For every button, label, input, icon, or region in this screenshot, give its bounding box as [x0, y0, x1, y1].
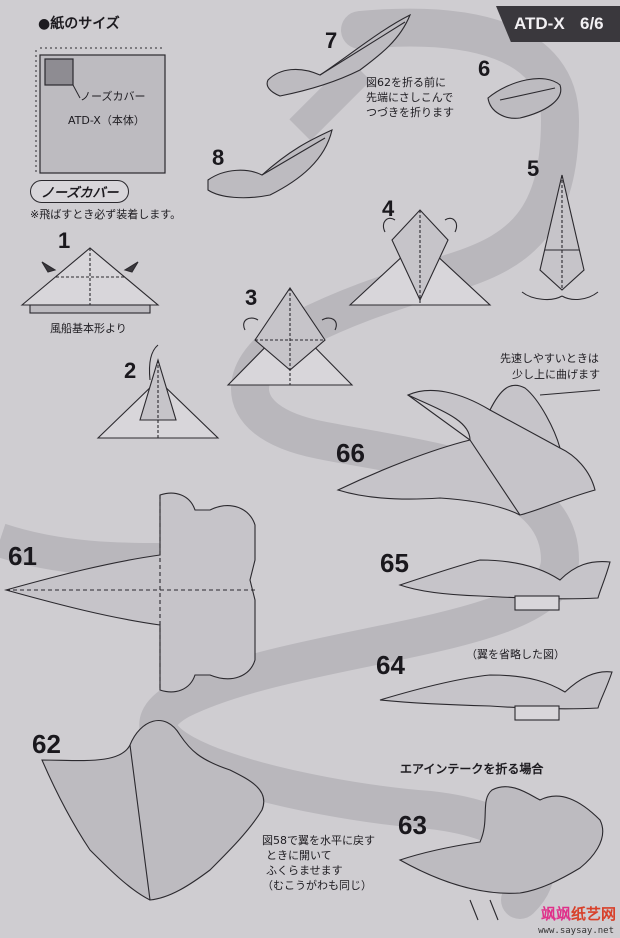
watermark-part-2: 纸艺网: [570, 905, 616, 923]
step62-note-3: ふくらませます: [266, 864, 343, 877]
step4-fold: [348, 209, 492, 306]
step7-note-2: 先端にさしこんで: [366, 91, 454, 104]
step5-fold: [521, 174, 599, 301]
step62-note-4: （むこうがわも同じ）: [262, 879, 372, 892]
step66-note-1: 先速しやすいときは: [500, 352, 599, 365]
step62-note-1: 図58で翼を水平に戻す: [262, 834, 375, 847]
flow-band-top: [289, 59, 371, 141]
nose-cover-size-label: ノーズカバー: [80, 90, 146, 103]
nose-cover-heading: ノーズカバー: [30, 180, 130, 203]
step-4-number: 4: [382, 196, 395, 221]
step65-jet: [398, 559, 611, 611]
step61-jet: [3, 492, 256, 693]
step-6-number: 6: [478, 56, 491, 81]
nose-cover-note: ※飛ばすとき必ず装着します。: [30, 208, 182, 221]
step2-fold: [96, 344, 220, 439]
model-tag: ATD-X 6/6: [496, 6, 620, 42]
step-2-number: 2: [124, 358, 137, 383]
watermark-logo: 飒飒纸艺网: [541, 903, 616, 924]
step-66-number: 66: [336, 438, 365, 468]
step-61-number: 61: [8, 541, 37, 571]
paper-size-title: ●紙のサイズ: [38, 16, 120, 32]
model-name: ATD-X: [514, 14, 565, 33]
step-8-number: 8: [212, 145, 225, 170]
step66-jet: [336, 384, 601, 516]
step-63-number: 63: [398, 810, 427, 840]
step1-triangle: [20, 247, 160, 314]
step62-jet: [41, 719, 265, 901]
step-64-number: 64: [376, 650, 405, 680]
intake-heading: エアインテークを折る場合: [400, 762, 544, 776]
step-1-number: 1: [58, 228, 71, 253]
step3-fold: [226, 287, 354, 386]
step-7-number: 7: [325, 28, 338, 53]
step7-note-3: つづきを折ります: [366, 106, 454, 119]
step8-fold: [207, 129, 333, 199]
step63-jet: [398, 786, 604, 921]
step6-fold: [487, 78, 562, 119]
step-65-number: 65: [380, 548, 409, 578]
step-3-number: 3: [245, 285, 258, 310]
step-62-number: 62: [32, 729, 61, 759]
step62-note-2: ときに開いて: [266, 849, 332, 862]
body-size-label: ATD-X（本体）: [68, 114, 145, 127]
base-caption: 風船基本形より: [50, 322, 127, 335]
step64-note: （翼を省略した図）: [466, 648, 565, 661]
page-marker: 6/6: [580, 14, 604, 33]
step7-note-1: 図62を折る前に: [366, 76, 446, 89]
paper-square: [39, 54, 166, 174]
watermark-url: www.saysay.net: [538, 926, 614, 936]
step7-fold: [266, 13, 412, 97]
step-5-number: 5: [527, 156, 540, 181]
watermark-part-1: 飒飒: [540, 905, 571, 923]
step66-note-2: 少し上に曲げます: [512, 368, 600, 381]
step64-jet: [379, 671, 613, 721]
